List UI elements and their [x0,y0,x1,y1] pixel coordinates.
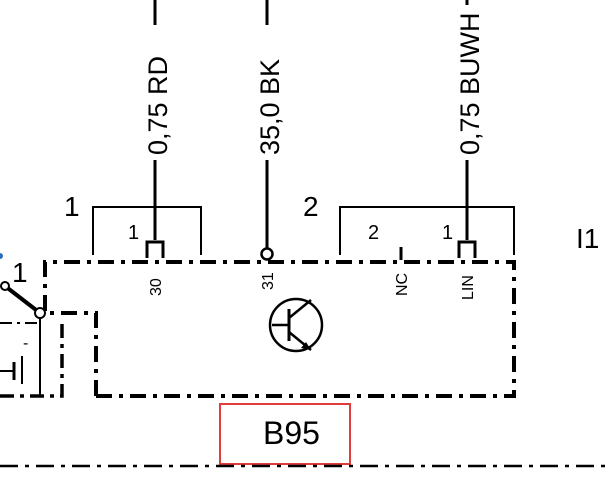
pin-30-label: 30 [148,278,165,296]
pin-30-terminal [145,240,165,258]
wire-bk-label: 35,0 BK [255,59,285,155]
left-switch-fragment: 1 - [0,253,64,398]
pin-31-label: 31 [260,272,277,290]
lin-pin-terminal [457,240,477,258]
nc-pin-number: 2 [368,222,379,244]
transistor-icon [268,297,324,353]
wire-rd-label: 0,75 RD [143,56,173,155]
connector-1-bracket [92,206,202,255]
connector-2-label: 2 [303,191,319,222]
nc-pin-label: NC [394,273,411,296]
pin-31-terminal [260,247,274,261]
wire-buwh-label: 0,75 BUWH [455,12,485,155]
component-highlight-box [219,403,351,465]
left-pin-number: 1 [12,257,28,288]
lin-pin-label: LIN [460,275,477,300]
connector-2-bracket [339,206,515,255]
component-label: B95 [263,415,320,451]
lin-pin-number: 1 [442,222,453,244]
edge-label: I1 [576,223,599,254]
component-enclosure [43,260,516,398]
pin-30-number: 1 [128,222,139,244]
connector-1-label: 1 [64,191,80,222]
left-minus-sign: - [23,335,28,352]
